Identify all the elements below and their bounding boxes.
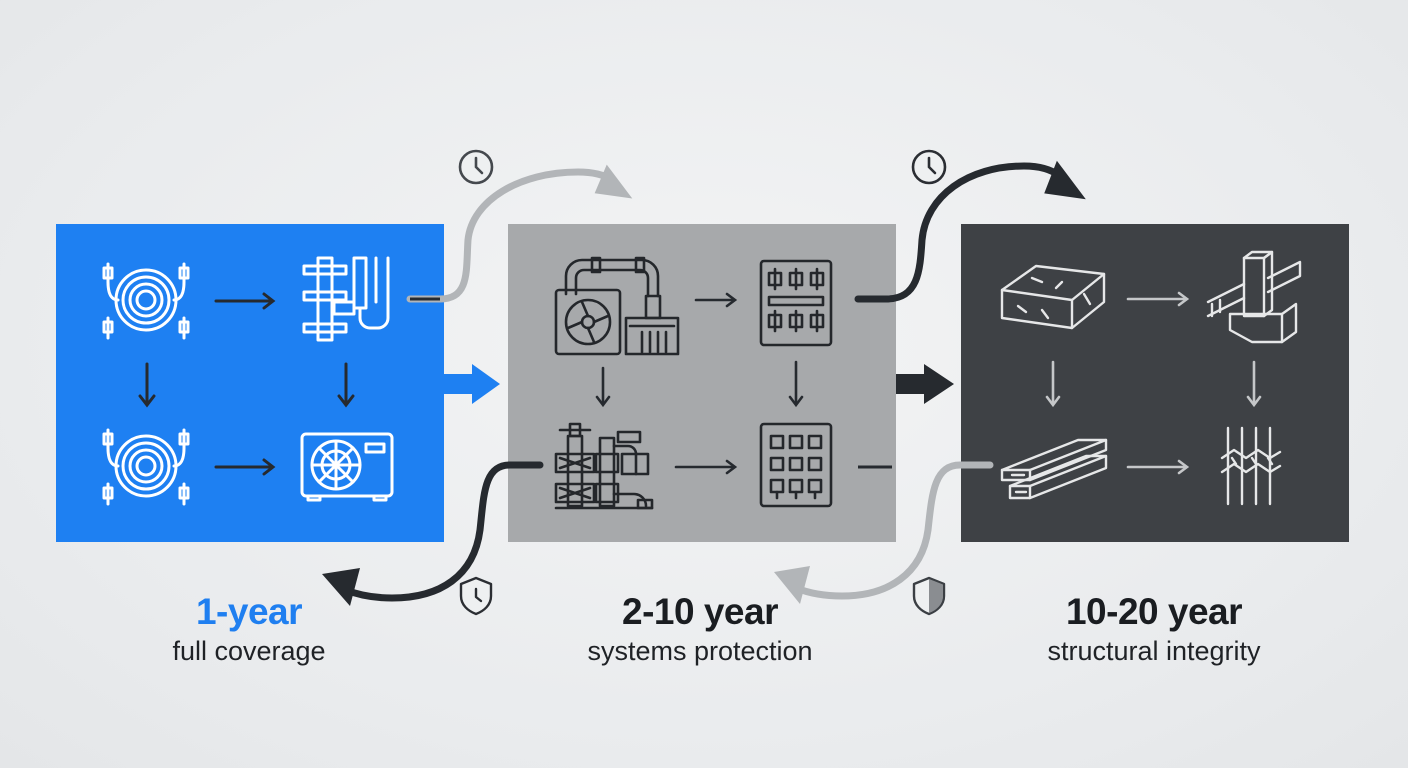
plumbing-pipes-icon — [302, 256, 390, 342]
shield-icon — [912, 576, 946, 616]
tier1-label: 1-year full coverage — [49, 590, 449, 668]
tier1-to-tier2-arrow — [444, 364, 500, 404]
steel-beam-icon — [1000, 438, 1108, 500]
concrete-block-icon — [1000, 264, 1106, 330]
electrical-panel-icon — [759, 422, 833, 508]
curved-arrow-top-2 — [854, 160, 1086, 303]
tier1-title: 1-year — [195, 591, 303, 632]
tier3-subtitle: structural integrity — [1047, 636, 1261, 666]
tier2-label: 2-10 year systems protection — [500, 590, 900, 668]
tier1-subtitle: full coverage — [172, 636, 326, 666]
tier3-label: 10-20 year structural integrity — [954, 590, 1354, 668]
ac-unit-icon — [300, 432, 394, 502]
valve-pipes-icon — [554, 422, 654, 510]
rebar-icon — [1220, 426, 1282, 506]
tier3-title: 10-20 year — [1065, 591, 1243, 632]
tier2-subtitle: systems protection — [587, 636, 813, 666]
curved-arrow-bottom-2 — [774, 461, 994, 604]
clock-icon — [911, 149, 947, 185]
hvac-unit-icon — [554, 256, 680, 356]
tier3-panel — [961, 224, 1349, 542]
column-beam-icon — [1206, 250, 1302, 344]
tier1-panel — [56, 224, 444, 542]
clock-icon — [458, 149, 494, 185]
curved-arrow-bottom-1 — [322, 461, 544, 606]
electrical-panel-icon — [759, 259, 833, 347]
wire-coil-icon — [102, 262, 190, 340]
curved-arrow-top-1 — [406, 164, 633, 303]
wire-coil-icon — [102, 428, 190, 506]
shield-icon — [459, 576, 493, 616]
tier2-to-tier3-arrow — [896, 364, 954, 404]
tier2-title: 2-10 year — [622, 591, 778, 632]
